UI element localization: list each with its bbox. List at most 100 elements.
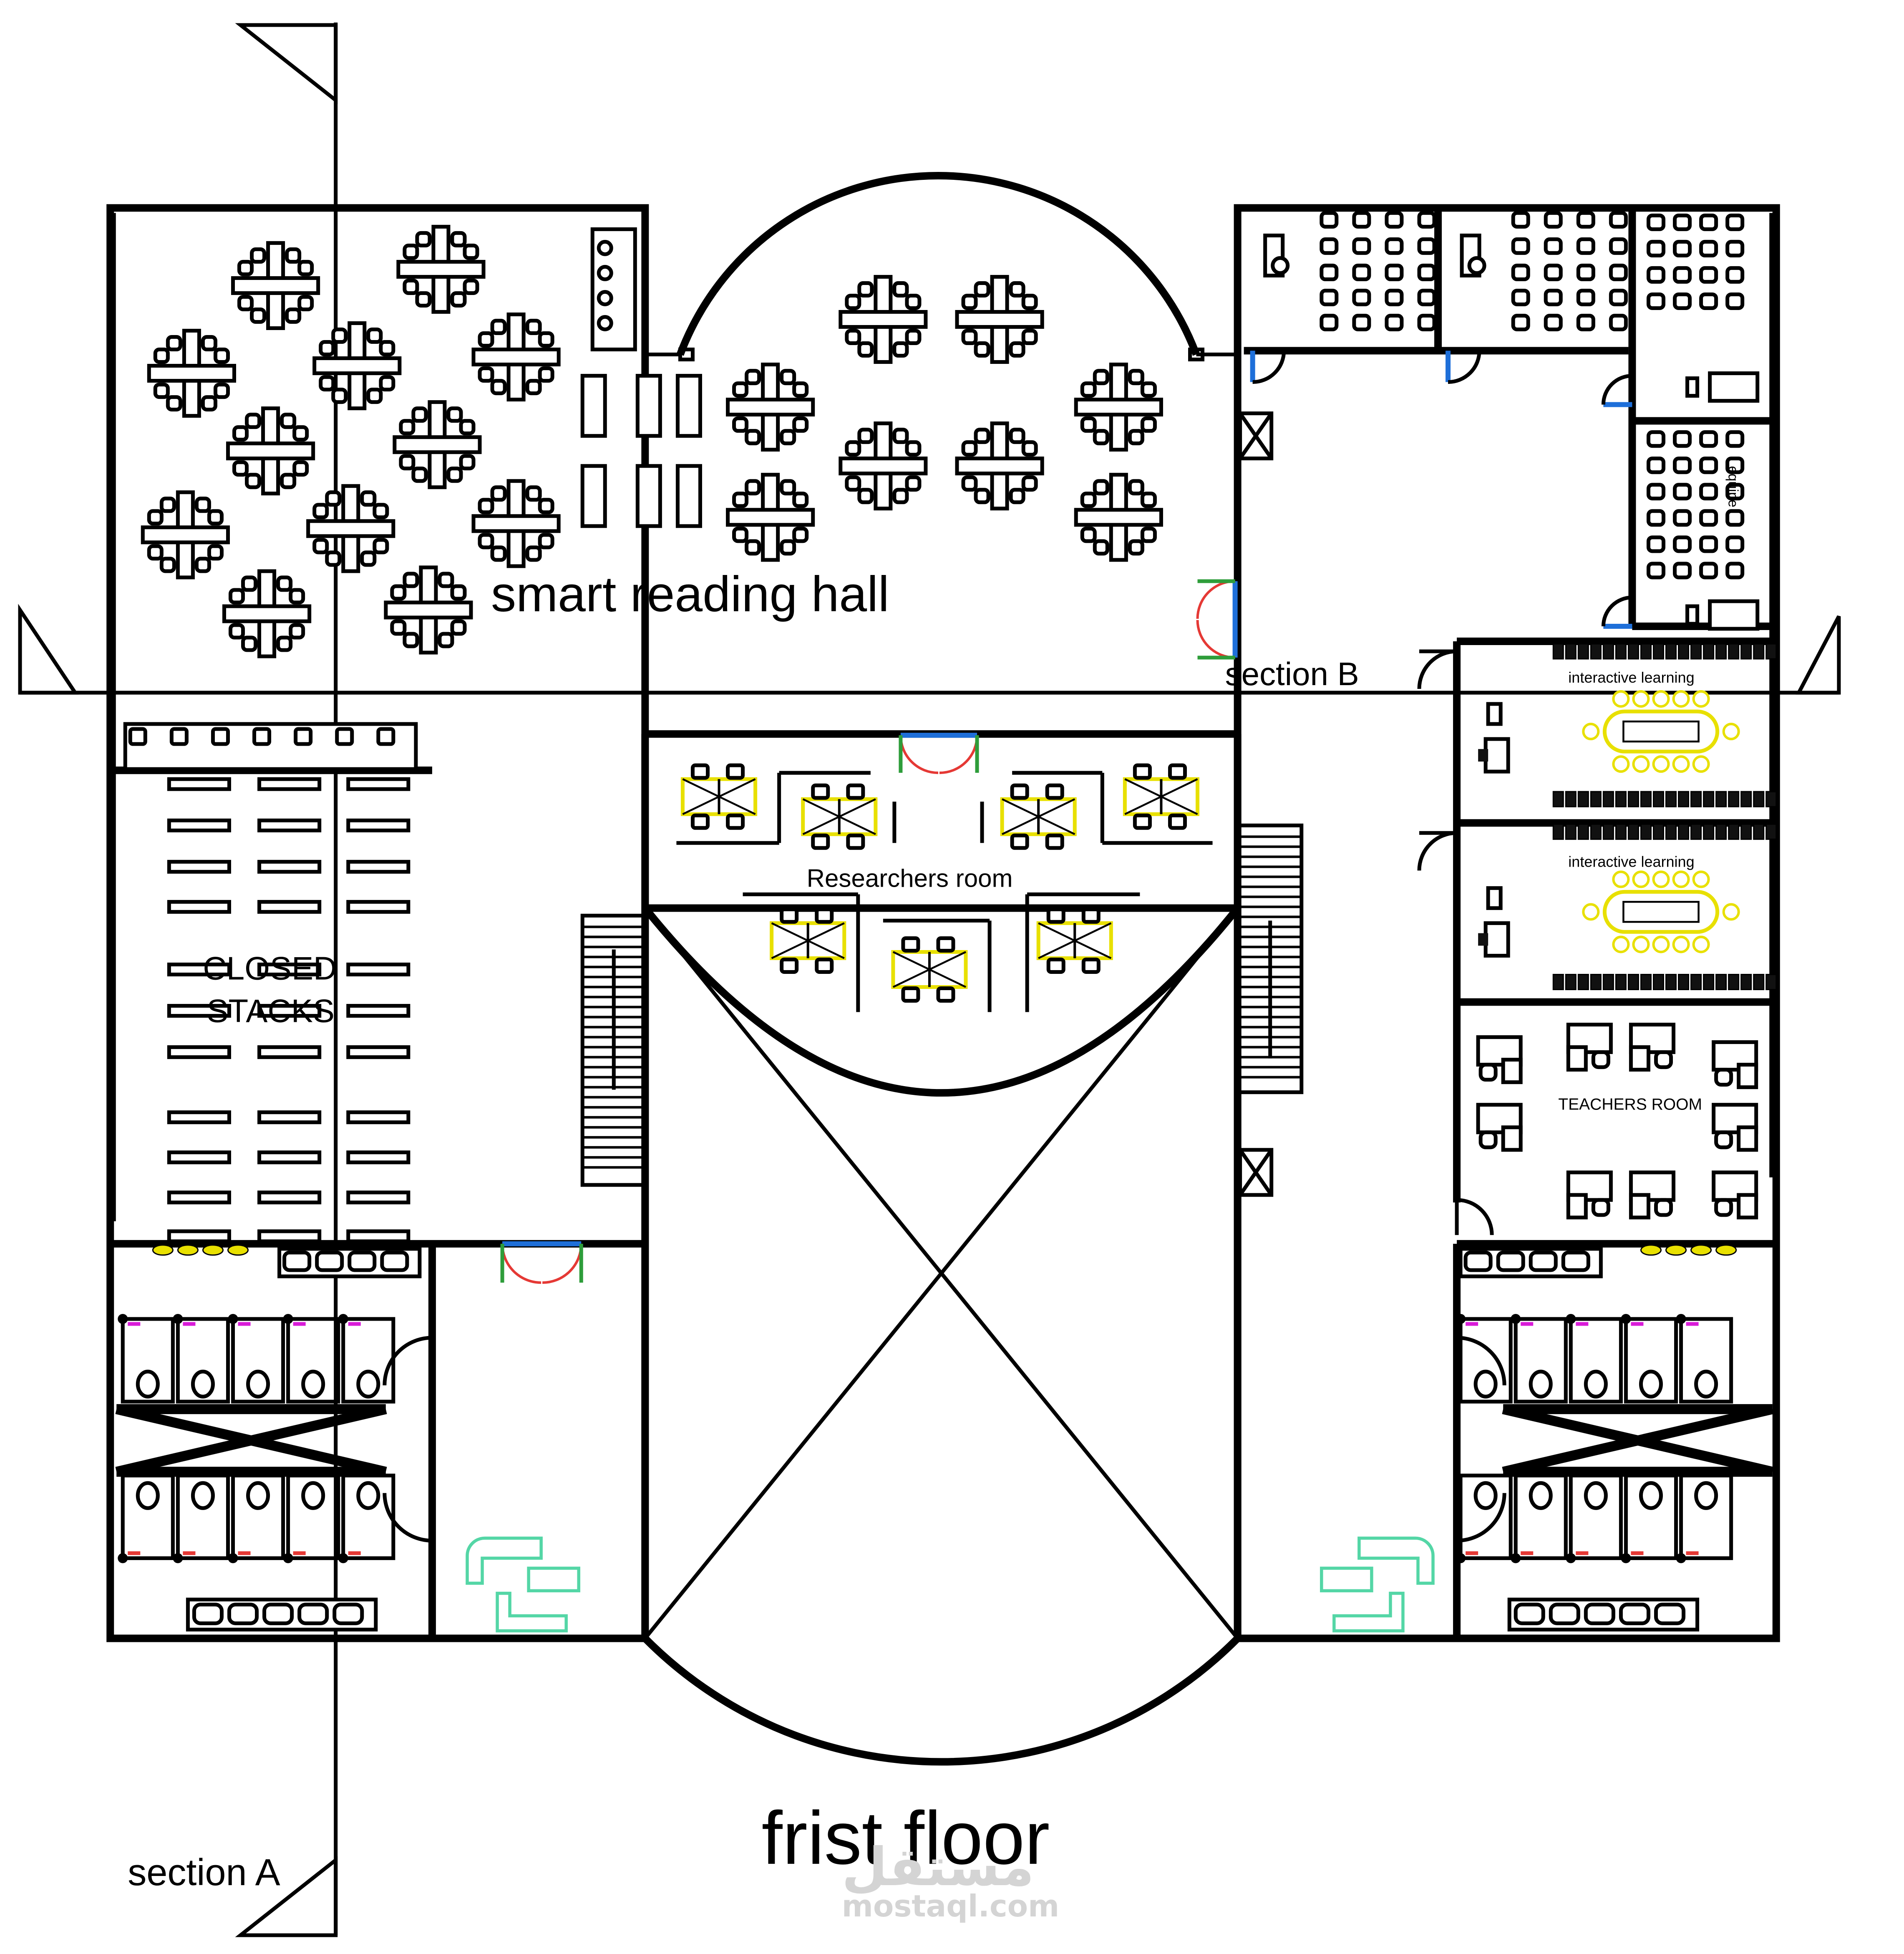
watermark-brand: مستقل: [842, 1836, 1034, 1898]
strip-seat: [1753, 791, 1765, 807]
door-equip-1[interactable]: [1601, 374, 1632, 407]
toilet-cubicle: [341, 1317, 395, 1404]
toilet: [1694, 1481, 1718, 1510]
toilet: [1529, 1481, 1553, 1510]
seat: [1646, 430, 1665, 448]
strip-seat: [1728, 973, 1740, 991]
door-wc-right[interactable]: [1457, 1336, 1506, 1543]
seat: [1544, 313, 1563, 332]
seat: [1646, 562, 1665, 580]
closed-stacks-label-2: STACKS: [207, 993, 335, 1029]
toilet: [136, 1481, 160, 1510]
seat: [1511, 263, 1530, 281]
teacher-workstation: [1712, 1040, 1758, 1089]
reading-hall-tables: [141, 224, 1163, 658]
strip-seat: [1690, 791, 1702, 807]
strip-seat: [1640, 643, 1652, 660]
door-reading-hall[interactable]: [1196, 579, 1238, 660]
sink: [227, 1244, 249, 1256]
right-wing-partitions: [1244, 208, 1776, 1203]
strip-seat: [1665, 973, 1677, 991]
seat: [1576, 211, 1595, 229]
toilet: [1584, 1369, 1608, 1399]
equipe-vertical-label: equipe: [1726, 466, 1741, 507]
strip-seat: [1652, 643, 1664, 660]
shelf-unit: [257, 1150, 322, 1165]
study-table: [1074, 473, 1163, 562]
seat: [1417, 237, 1436, 255]
toilet-cubicle: [176, 1317, 230, 1404]
strip-seat: [1577, 823, 1589, 840]
strip-seat: [1565, 823, 1577, 840]
researchers-partitions: [676, 771, 1213, 1012]
toilet-cubicle: [286, 1317, 340, 1404]
seat: [1385, 313, 1404, 332]
strip-seat: [1753, 643, 1765, 660]
seat: [1699, 292, 1718, 310]
door-researchers[interactable]: [899, 733, 979, 774]
seat: [1673, 509, 1692, 527]
strip-seat: [1728, 823, 1740, 840]
seat: [1576, 288, 1595, 306]
watermark-url: mostaql.com: [842, 1888, 1059, 1924]
strip-seat: [1577, 643, 1589, 660]
shelf-unit: [346, 900, 411, 914]
shelf-unit: [167, 1004, 231, 1018]
seat: [1320, 288, 1339, 306]
seat: [1699, 266, 1718, 284]
door-equip-2[interactable]: [1601, 595, 1632, 629]
door-teachers[interactable]: [1455, 1198, 1494, 1235]
bench: [675, 464, 702, 528]
seat: [1699, 240, 1718, 257]
seat: [1544, 237, 1563, 255]
strip-seat: [1703, 823, 1715, 840]
seat: [1673, 456, 1692, 474]
shelf-unit: [167, 900, 231, 914]
door-lobby[interactable]: [500, 1241, 583, 1284]
seat: [1673, 562, 1692, 580]
strip-seat: [1552, 643, 1564, 660]
strip-seat: [1590, 973, 1602, 991]
door-office-2[interactable]: [1446, 350, 1481, 384]
toilet: [191, 1481, 215, 1510]
seat: [1352, 313, 1371, 332]
office-rooms-furniture: [1263, 211, 1760, 631]
teacher-workstation: [1629, 1170, 1676, 1220]
strip-seat: [1703, 643, 1715, 660]
seat: [1725, 240, 1745, 257]
strip-seat: [1552, 973, 1564, 991]
seat: [1725, 266, 1745, 284]
door-interactive-2[interactable]: [1417, 831, 1457, 871]
seat: [1320, 313, 1339, 332]
seat: [1417, 211, 1436, 229]
seat: [1576, 237, 1595, 255]
restroom-right: [1456, 1244, 1774, 1632]
door-wc-left[interactable]: [383, 1336, 432, 1543]
strip-seat: [1678, 643, 1690, 660]
study-table: [726, 473, 815, 562]
door-office-1[interactable]: [1250, 350, 1286, 384]
strip-seat: [1678, 791, 1690, 807]
toilet-cubicle: [231, 1317, 285, 1404]
seat: [1511, 211, 1530, 229]
strip-seat: [1728, 643, 1740, 660]
toilet: [246, 1369, 270, 1399]
strip-seat: [1615, 823, 1627, 840]
shelf-unit: [257, 777, 322, 791]
shelf-unit: [257, 1110, 322, 1124]
interactive-learning-label-2: interactive learning: [1568, 853, 1694, 870]
toilet: [1639, 1369, 1663, 1399]
seat: [1646, 509, 1665, 527]
strip-seat: [1577, 791, 1589, 807]
office-desk: [1708, 371, 1760, 403]
strip-seat: [1627, 823, 1639, 840]
door-interactive-1[interactable]: [1417, 649, 1457, 689]
sink: [152, 1244, 174, 1256]
seat: [1699, 535, 1718, 553]
shelf-unit: [257, 962, 322, 976]
strip-seat: [1703, 791, 1715, 807]
toilet: [356, 1369, 380, 1399]
shelf-unit: [346, 777, 411, 791]
strip-seat: [1615, 973, 1627, 991]
restroom-left: [115, 1244, 422, 1632]
